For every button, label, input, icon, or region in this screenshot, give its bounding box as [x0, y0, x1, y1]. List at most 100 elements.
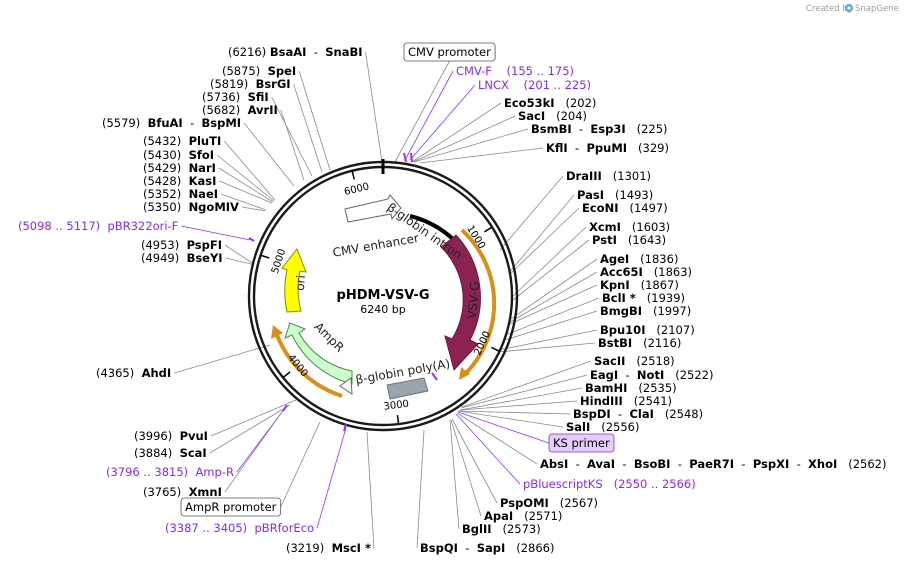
site-position: pBluescriptKS (2550 .. 2566)	[523, 477, 696, 491]
site-label[interactable]: KS primer	[553, 436, 610, 450]
site-label[interactable]: ApaI (2571)	[484, 509, 562, 523]
site-label[interactable]: Bpu10I (2107)	[600, 323, 695, 337]
site-position: (3387 .. 3405) pBRforEco	[165, 521, 314, 535]
enzyme-name: SnaBI	[325, 45, 362, 59]
site-position: (4949)	[141, 251, 187, 265]
feature-ori-arrow[interactable]	[281, 248, 307, 313]
enzyme-name: ClaI	[629, 407, 653, 421]
site-label[interactable]: SacI (204)	[518, 109, 587, 123]
site-label[interactable]: (3765) XmnI	[143, 485, 222, 499]
site-label[interactable]: pBluescriptKS (2550 .. 2566)	[523, 477, 696, 491]
feature-label-vsvg: VSV-G	[465, 281, 482, 319]
primer-mark-pbr322ori-f[interactable]	[248, 237, 255, 242]
site-label[interactable]: AbsI - AvaI - BsoBI - PaeR7I - PspXI - X…	[540, 457, 887, 471]
site-label[interactable]: (5350) NgoMIV	[143, 200, 239, 214]
site-label[interactable]: (5682) AvrII	[202, 103, 278, 117]
primer-mark-pbluescriptks[interactable]	[431, 372, 438, 381]
site-label[interactable]: (3884) ScaI	[134, 446, 207, 460]
site-label[interactable]: KpnI (1867)	[600, 278, 679, 292]
site-label[interactable]: EcoNI (1497)	[582, 201, 668, 215]
leader-line	[241, 206, 266, 212]
site-label[interactable]: PasI (1493)	[577, 188, 653, 202]
enzyme-name: PspOMI	[500, 496, 549, 510]
site-label[interactable]: (5428) KasI	[143, 174, 216, 188]
site-position: (6216)	[228, 45, 270, 59]
enzyme-name: AvrII	[248, 103, 278, 117]
site-position: (2562)	[837, 457, 886, 471]
feature-beta-globin-polya-block[interactable]	[386, 377, 429, 400]
site-position: (5429)	[143, 161, 189, 175]
site-label[interactable]: AmpR promoter	[185, 500, 277, 514]
feature-label-cmv-enhancer: CMV enhancer	[332, 231, 420, 260]
site-label[interactable]: (5819) BsrGI	[210, 77, 291, 91]
site-position: (1997)	[642, 304, 691, 318]
site-position: (4365)	[96, 366, 142, 380]
feature-ampr-promoter-arrow[interactable]	[339, 377, 353, 395]
feature-ampr-arrow[interactable]	[284, 322, 353, 385]
site-label[interactable]: (3387 .. 3405) pBRforEco	[165, 521, 314, 535]
site-label[interactable]: Eco53kI (202)	[504, 96, 596, 110]
site-label[interactable]: SacII (2518)	[594, 354, 675, 368]
site-label[interactable]: HindIII (2541)	[580, 394, 672, 408]
site-label[interactable]: BamHI (2535)	[585, 381, 677, 395]
site-label[interactable]: BspQI - SapI (2866)	[420, 541, 554, 555]
site-label[interactable]: (3996) PvuI	[134, 429, 208, 443]
site-label[interactable]: CMV promoter	[408, 45, 491, 59]
site-label[interactable]: (5429) NarI	[143, 161, 216, 175]
feature-beta-globin-intron-line[interactable]	[409, 214, 456, 242]
primer-mark-lncx[interactable]	[410, 152, 413, 163]
leader-line	[457, 411, 550, 444]
primer-mark-pbrforeco[interactable]	[343, 423, 347, 432]
site-label[interactable]: (4949) BseYI	[141, 251, 223, 265]
site-label[interactable]: BsmBI - Esp3I (225)	[531, 122, 668, 136]
site-position: (2556)	[590, 420, 639, 434]
site-label[interactable]: BmgBI (1997)	[600, 304, 691, 318]
site-label[interactable]: BspDI - ClaI (2548)	[573, 407, 703, 421]
snapgene-branding: Created by SnapGene	[806, 4, 899, 14]
site-label[interactable]: (4365) AhdI	[96, 366, 171, 380]
site-label[interactable]: PstI (1643)	[592, 233, 666, 247]
site-label[interactable]: (5430) SfoI	[143, 148, 214, 162]
site-label[interactable]: (5736) SfiI	[202, 90, 269, 104]
site-label[interactable]: (5432) PluTI	[143, 134, 221, 148]
feature-vsvg-orf-arrowhead	[459, 367, 470, 380]
enzyme-name: BspDI	[573, 407, 611, 421]
leader-line	[210, 399, 297, 437]
site-label[interactable]: LNCX (201 .. 225)	[478, 78, 591, 92]
enzyme-name: DraIII	[566, 169, 602, 183]
site-label[interactable]: (6216) BsaAI - SnaBI	[228, 45, 363, 59]
site-label[interactable]: (5875) SpeI	[222, 64, 296, 78]
site-label[interactable]: SalI (2556)	[566, 420, 639, 434]
site-label[interactable]: (5098 .. 5117) pBR322ori-F	[18, 219, 178, 233]
site-label[interactable]: BstBI (2116)	[598, 336, 681, 350]
site-position: (3219)	[286, 541, 332, 555]
site-position: AmpR promoter	[185, 500, 277, 514]
feature-cmv-enhancer-arrow[interactable]	[344, 194, 402, 223]
site-label[interactable]: (5579) BfuAI - BspMI	[102, 116, 241, 130]
primer-mark-cmv-f[interactable]	[403, 152, 407, 163]
site-label[interactable]: Acc65I (1863)	[600, 265, 692, 279]
site-label[interactable]: CMV-F (155 .. 175)	[456, 64, 574, 78]
site-label[interactable]: AgeI (1836)	[600, 252, 678, 266]
feature-vsvg-arrow[interactable]	[440, 234, 481, 372]
leader-line	[507, 297, 600, 335]
site-position: KS primer	[553, 436, 610, 450]
site-label[interactable]: (3219) MscI *	[286, 541, 371, 555]
site-label[interactable]: PspOMI (2567)	[500, 496, 598, 510]
primer-mark-amp-r[interactable]	[282, 404, 288, 412]
site-label[interactable]: (3796 .. 3815) Amp-R	[106, 465, 234, 479]
site-label[interactable]: (4953) PspFI	[141, 238, 222, 252]
enzyme-name: SfiI	[248, 90, 269, 104]
site-label[interactable]: (5352) NaeI	[143, 187, 218, 201]
site-label[interactable]: XcmI (1603)	[589, 220, 670, 234]
leader-line	[280, 421, 321, 508]
ruler-tick	[282, 371, 291, 379]
site-label[interactable]: KflI - PpuMI (329)	[546, 141, 669, 155]
site-label[interactable]: DraIII (1301)	[566, 169, 651, 183]
site-position: (2107)	[645, 323, 694, 337]
site-label[interactable]: BclI * (1939)	[602, 291, 685, 305]
site-label[interactable]: BglII (2573)	[462, 522, 541, 536]
site-position: (5428)	[143, 174, 189, 188]
site-label[interactable]: EagI - NotI (2522)	[590, 368, 713, 382]
site-position: (329)	[627, 141, 669, 155]
